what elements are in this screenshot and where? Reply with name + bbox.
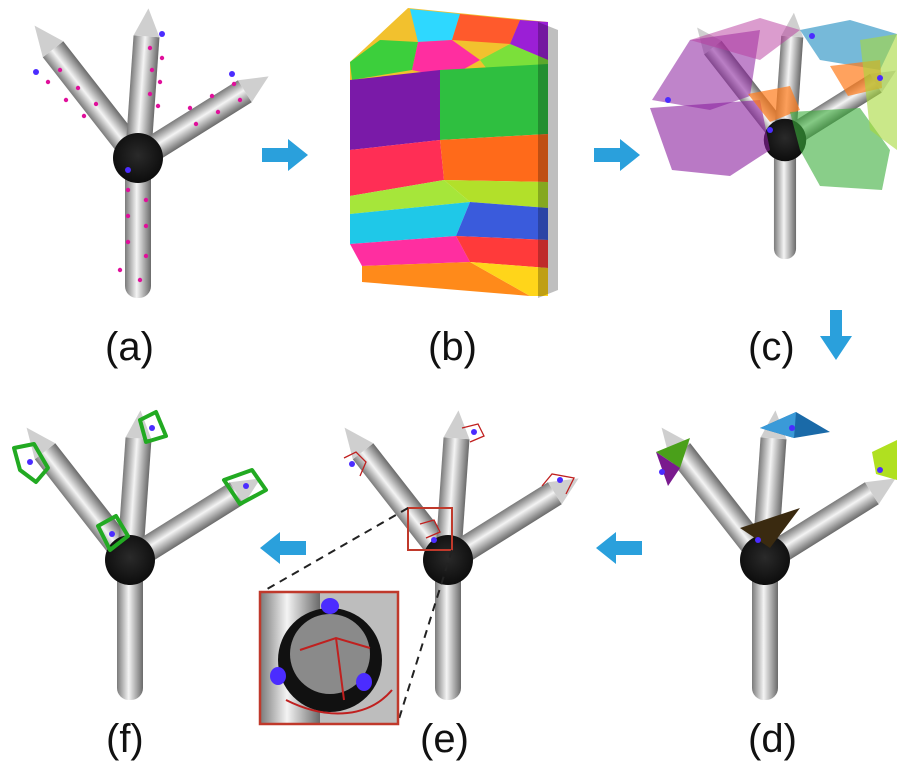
- panel-label-d: (d): [748, 717, 797, 761]
- voronoi-box: [350, 8, 558, 298]
- panel-label-b: (b): [428, 325, 477, 369]
- sample-points: [45, 45, 243, 283]
- panel-e: (e): [258, 409, 586, 761]
- panel-b: (b): [350, 8, 558, 369]
- panel-label-e: (e): [420, 717, 469, 761]
- panel-label-a: (a): [105, 325, 154, 369]
- arrow-right-icon: [594, 139, 640, 171]
- panel-label-f: (f): [106, 717, 144, 761]
- arrow-left-icon: [260, 532, 306, 564]
- panel-c: (c): [650, 12, 897, 369]
- zoom-source-frame: [407, 507, 453, 551]
- arrow-down-icon: [820, 310, 852, 360]
- panel-f: (f): [12, 409, 268, 761]
- panel-label-c: (c): [748, 325, 795, 369]
- panel-a: (a): [24, 7, 276, 369]
- arrow-right-icon: [262, 139, 308, 171]
- panel-d: (d): [651, 409, 897, 761]
- clipped-cells: [650, 18, 897, 190]
- zoom-inset: [258, 590, 400, 726]
- arrow-left-icon: [596, 532, 642, 564]
